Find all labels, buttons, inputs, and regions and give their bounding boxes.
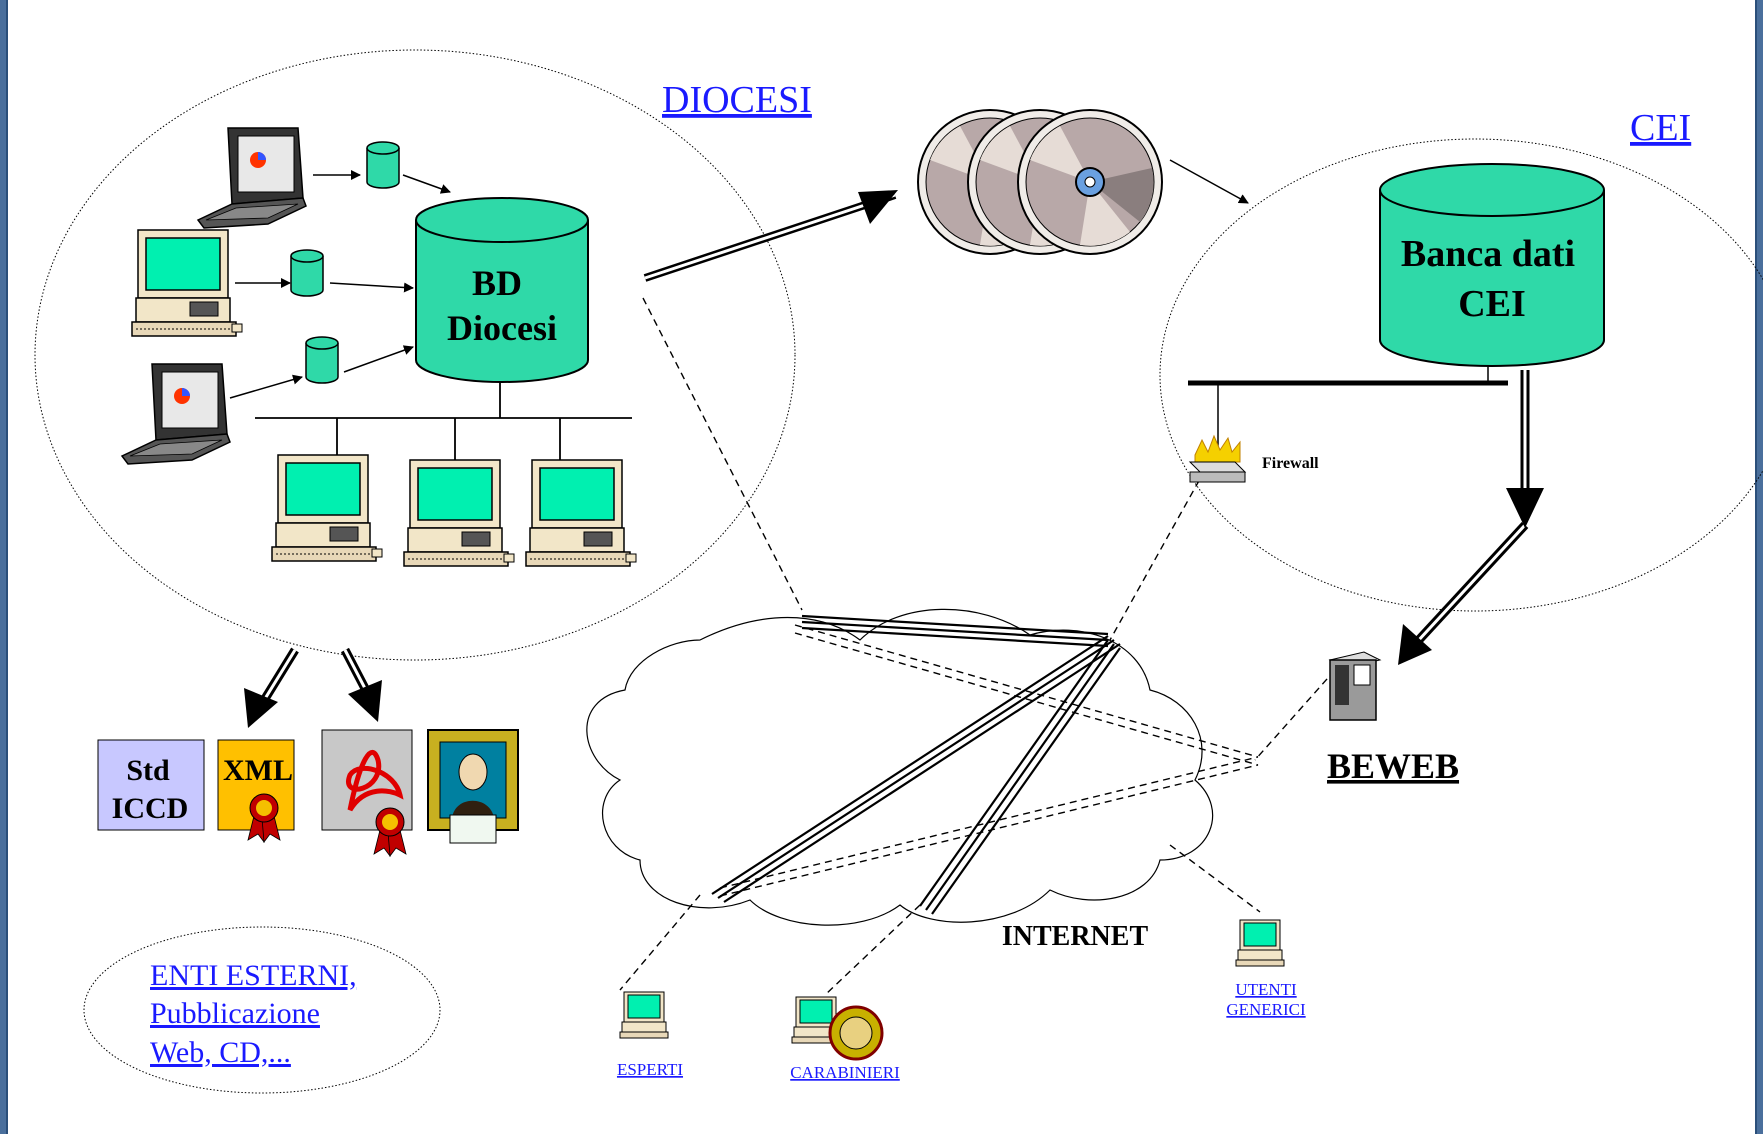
utenti-link-line2[interactable]: GENERICI: [1226, 1000, 1306, 1019]
bd-diocesi-database: BD Diocesi: [415, 197, 589, 383]
cei-zone: [1159, 138, 1763, 612]
beweb-label: BEWEB: [1327, 746, 1459, 786]
banca-label-line2: CEI: [1458, 283, 1526, 325]
enti-link-line3[interactable]: Web, CD,...: [150, 1036, 291, 1069]
internet-cloud: [586, 608, 1214, 926]
backbone-links: [711, 614, 1121, 915]
thin-arrows: [229, 159, 1249, 399]
desktop-computer-icon: [131, 229, 243, 337]
desktop-computer-icon: [619, 991, 669, 1039]
utenti-link-line1[interactable]: UTENTI: [1235, 980, 1297, 999]
cei-lan: [1188, 366, 1508, 450]
banca-dati-cei-database: Banca dati CEI: [1379, 163, 1605, 367]
diocesi-link[interactable]: DIOCESI: [662, 79, 812, 121]
esperti-link[interactable]: ESPERTI: [617, 1060, 683, 1079]
enti-link-line1[interactable]: ENTI ESTERNI,: [150, 959, 357, 992]
database-cylinder-icon: [290, 249, 324, 297]
firewall-label: Firewall: [1262, 455, 1319, 472]
carabinieri-link[interactable]: CARABINIERI: [790, 1063, 900, 1082]
server-tower-icon: [1328, 651, 1382, 721]
enti-link-line2[interactable]: Pubblicazione: [150, 997, 320, 1030]
laptop-icon: [121, 363, 231, 465]
desktop-computer-icon: [1235, 919, 1285, 967]
framed-picture-icon: [427, 729, 519, 844]
bd-label-line2: Diocesi: [447, 308, 557, 348]
diocesi-lan: [255, 372, 632, 462]
cei-link[interactable]: CEI: [1630, 107, 1691, 149]
internet-label: INTERNET: [1002, 921, 1149, 952]
banca-label-line1: Banca dati: [1401, 233, 1575, 275]
desktop-computer-icon: [271, 454, 383, 562]
database-cylinder-icon: [305, 336, 339, 384]
std-label-line1: Std: [126, 754, 170, 787]
desktop-computer-icon: [525, 459, 637, 567]
carabinieri-badge-icon: [828, 1005, 884, 1061]
laptop-icon: [197, 127, 307, 229]
enti-zone: [83, 926, 441, 1094]
compact-disc-icon: [917, 109, 1163, 255]
std-label-line2: ICCD: [112, 792, 189, 825]
xml-label: XML: [223, 754, 293, 787]
diocesi-zone: [34, 49, 796, 661]
desktop-computer-icon: [403, 459, 515, 567]
arrow-heads: [244, 190, 1544, 728]
std-iccd-box: [97, 739, 205, 831]
firewall-icon: [1188, 434, 1247, 483]
database-cylinder-icon: [366, 141, 400, 189]
pdf-acrobat-icon: [321, 729, 413, 857]
big-arrows: [251, 191, 1530, 718]
bd-label-line1: BD: [472, 263, 522, 303]
